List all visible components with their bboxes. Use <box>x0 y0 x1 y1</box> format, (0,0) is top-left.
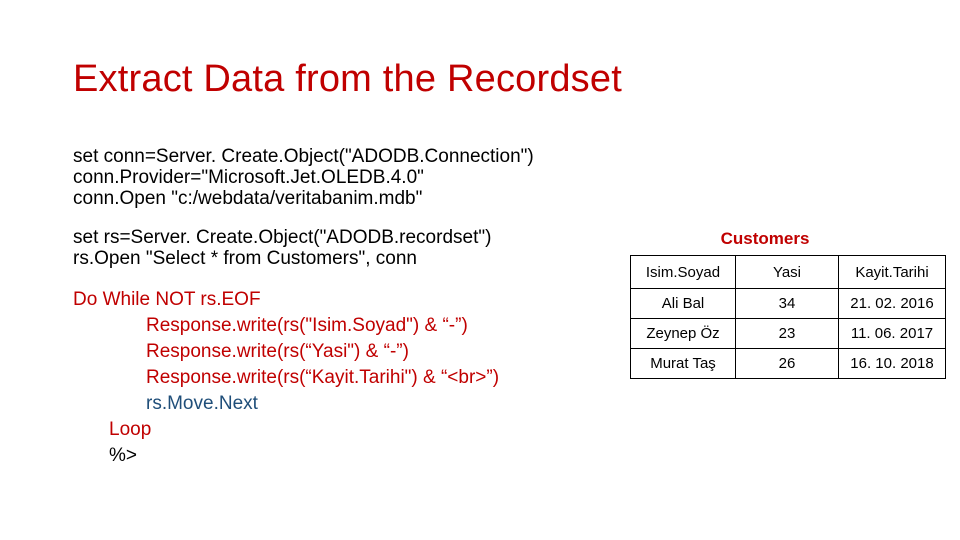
table-header-row: Isim.Soyad Yasi Kayit.Tarihi <box>630 255 946 289</box>
table-cell: 23 <box>735 318 839 349</box>
column-header: Kayit.Tarihi <box>838 255 946 289</box>
table-cell: 16. 10. 2018 <box>838 348 946 379</box>
column-header: Yasi <box>735 255 839 289</box>
table-row: Murat Taş 26 16. 10. 2018 <box>630 348 946 379</box>
close-tag-line: %> <box>109 445 137 466</box>
code-line: rs.Open "Select * from Customers", conn <box>73 248 418 269</box>
table-cell: Ali Bal <box>630 288 736 319</box>
table-row: Ali Bal 34 21. 02. 2016 <box>630 288 946 319</box>
loop-line: Loop <box>109 419 152 440</box>
connection-code-block: set conn=Server. Create.Object("ADODB.Co… <box>73 146 534 209</box>
table-cell: 26 <box>735 348 839 379</box>
table-cell: 11. 06. 2017 <box>838 318 946 349</box>
table-row: Zeynep Öz 23 11. 06. 2017 <box>630 318 946 349</box>
table-cell: 21. 02. 2016 <box>838 288 946 319</box>
code-line: set rs=Server. Create.Object("ADODB.reco… <box>73 227 492 248</box>
move-next-line: rs.Move.Next <box>146 393 258 414</box>
loop-code-block: Do While NOT rs.EOF Response.write(rs("I… <box>73 287 499 469</box>
table-caption: Customers <box>720 229 810 248</box>
code-line: conn.Provider="Microsoft.Jet.OLEDB.4.0" <box>73 167 424 188</box>
table-cell: 34 <box>735 288 839 319</box>
write-line: Response.write(rs(“Kayit.Tarihi") & “<br… <box>146 367 500 388</box>
code-line: set conn=Server. Create.Object("ADODB.Co… <box>73 146 534 167</box>
column-header: Isim.Soyad <box>630 255 736 289</box>
write-line: Response.write(rs(“Yasi") & “-”) <box>146 341 409 362</box>
write-line: Response.write(rs("Isim.Soyad") & “-”) <box>146 315 468 336</box>
code-line: conn.Open "c:/webdata/veritabanim.mdb" <box>73 188 423 209</box>
slide-title: Extract Data from the Recordset <box>73 58 622 100</box>
customers-table: Isim.Soyad Yasi Kayit.Tarihi Ali Bal 34 … <box>630 255 946 379</box>
do-while-line: Do While NOT rs.EOF <box>73 289 261 310</box>
recordset-code-block: set rs=Server. Create.Object("ADODB.reco… <box>73 227 491 269</box>
table-cell: Zeynep Öz <box>630 318 736 349</box>
table-cell: Murat Taş <box>630 348 736 379</box>
